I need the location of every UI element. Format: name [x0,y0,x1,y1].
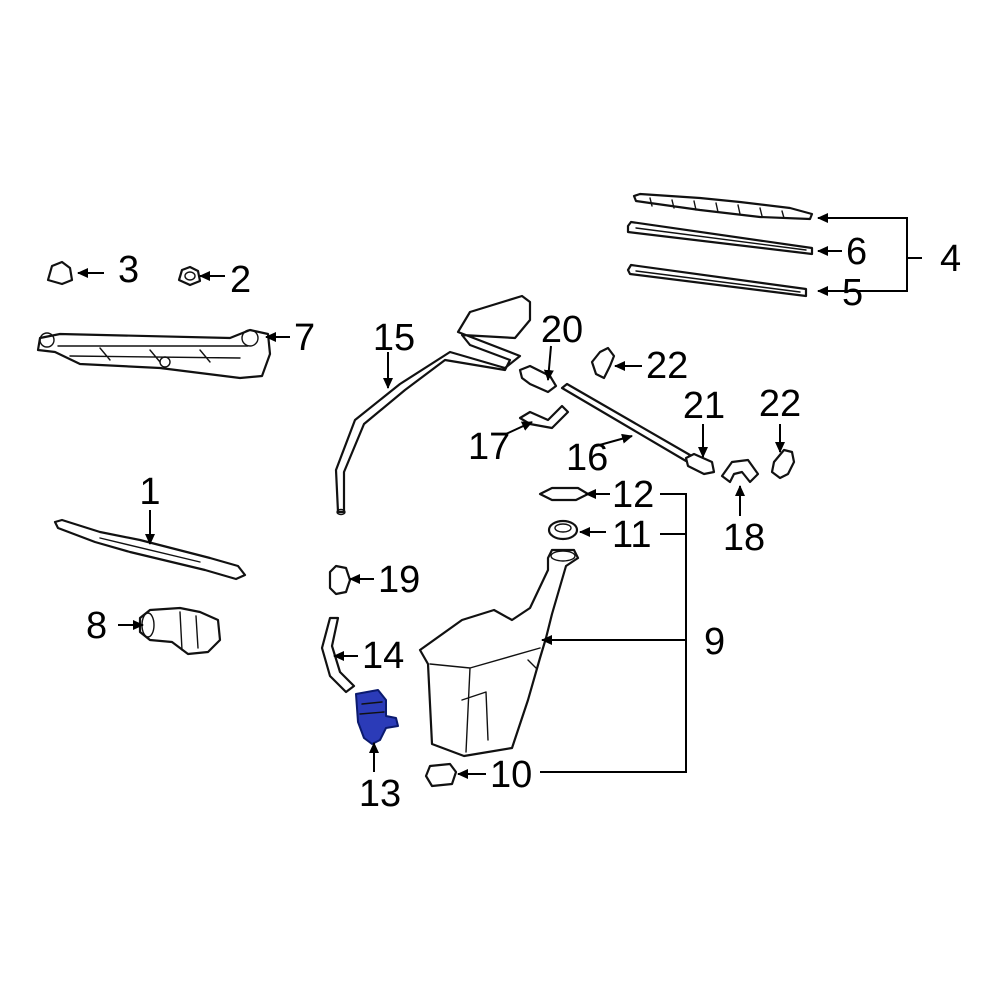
callout-15: 15 [373,317,415,359]
callout-14: 14 [362,635,404,677]
washer-hose-long [334,294,532,516]
callout-1: 1 [139,471,160,513]
washer-hose-14 [320,616,356,694]
wiper-motor [138,606,222,656]
filler-cap [547,519,579,541]
callout-9: 9 [704,621,725,663]
washer-nozzle-upper [590,346,616,380]
callout-3: 3 [118,249,139,291]
pivot-nut [177,265,202,287]
washer-reservoir [418,548,580,758]
wiper-blade-assembly [632,192,814,221]
filler-seal [538,486,590,502]
washer-hose-18 [720,458,760,484]
washer-nozzle-lower [770,448,796,480]
wiper-blade-refill-upper [626,220,814,256]
check-valve [684,452,716,476]
callout-22-lower: 22 [759,383,801,425]
callout-18: 18 [723,517,765,559]
callout-22-upper: 22 [646,345,688,387]
wiper-arm [53,518,247,581]
wiper-blade-refill-lower [626,263,808,298]
callout-6: 6 [846,231,867,273]
callout-8: 8 [86,605,107,647]
leader-lines [77,213,922,779]
callout-17: 17 [468,426,510,468]
callout-5: 5 [842,272,863,314]
callout-2: 2 [230,259,251,301]
pump-grommet [424,762,458,788]
pivot-cap [46,260,74,286]
callout-19: 19 [378,559,420,601]
wiper-linkage [36,328,272,380]
callout-12: 12 [612,474,654,516]
callout-labels: 1 2 3 4 5 6 7 8 9 10 11 12 13 14 15 16 1… [86,231,961,815]
hose-connector-20 [518,364,558,394]
callout-11: 11 [612,514,651,556]
washer-pump [355,689,399,745]
callout-10: 10 [490,754,532,796]
callout-20: 20 [541,309,583,351]
callout-21: 21 [683,385,725,427]
callout-13: 13 [359,773,401,815]
hose-clip [328,564,352,596]
callout-4: 4 [940,238,961,280]
callout-7: 7 [294,317,315,359]
callout-16: 16 [566,437,608,479]
